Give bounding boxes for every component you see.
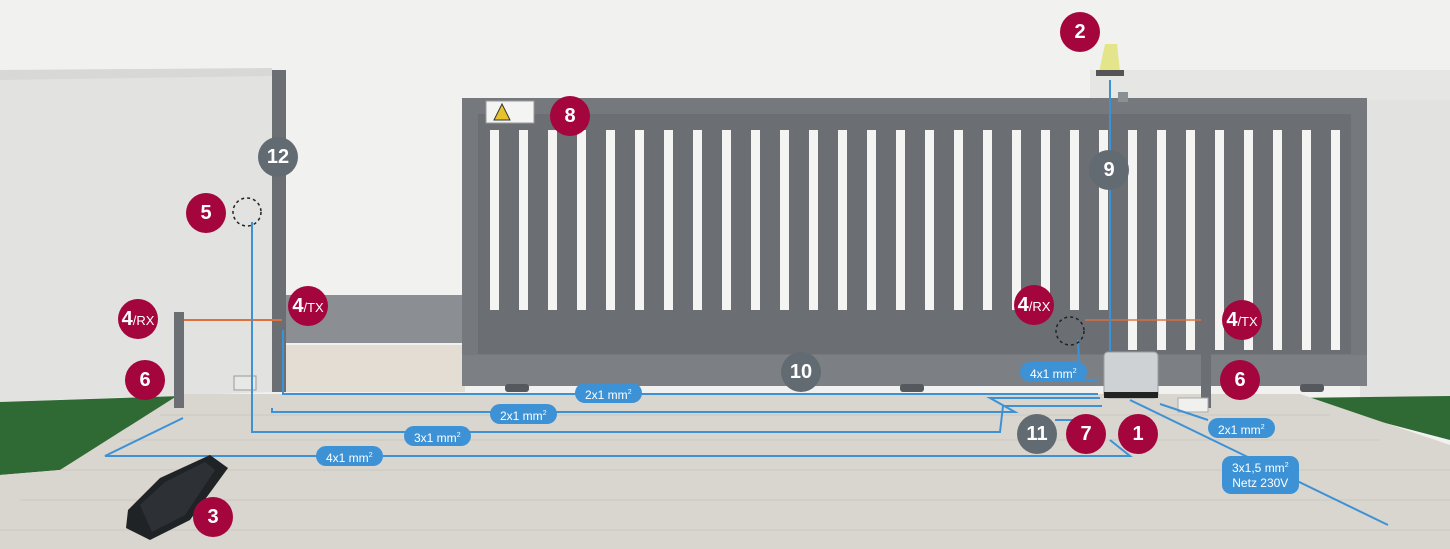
right-base-box — [1178, 398, 1208, 412]
photocell-post-left — [174, 312, 184, 408]
motor-base — [1104, 392, 1158, 398]
left-wall — [0, 72, 272, 402]
warning-lamp-base — [1096, 70, 1124, 76]
cable-label-4x1-right: 4x1 mm2 — [1020, 362, 1087, 382]
badge-6-right: 6 — [1220, 360, 1260, 400]
badge-7: 7 — [1066, 414, 1106, 454]
inner-paving — [285, 345, 465, 392]
cable-label-4x1-left: 4x1 mm2 — [316, 446, 383, 466]
badge-4-rx-left: 4/RX — [118, 299, 158, 339]
badge-12: 12 — [258, 137, 298, 177]
right-wall-top — [1090, 70, 1450, 100]
cable-label-2x1-lower: 2x1 mm2 — [490, 404, 557, 424]
cable-label-3x1: 3x1 mm2 — [404, 426, 471, 446]
badge-4-rx-right: 4/RX — [1014, 285, 1054, 325]
badge-3: 3 — [193, 497, 233, 537]
badge-8: 8 — [550, 96, 590, 136]
badge-4-tx-right: 4/TX — [1222, 300, 1262, 340]
cable-label-2x1-right: 2x1 mm2 — [1208, 418, 1275, 438]
photocell-post-right — [1201, 312, 1211, 408]
badge-6-left: 6 — [125, 360, 165, 400]
badge-1: 1 — [1118, 414, 1158, 454]
badge-5: 5 — [186, 193, 226, 233]
lamp-post — [1118, 92, 1128, 102]
badge-11: 11 — [1017, 414, 1057, 454]
cable-label-power: 3x1,5 mm2 Netz 230V — [1222, 456, 1299, 494]
cable-label-2x1-upper: 2x1 mm2 — [575, 383, 642, 403]
badge-9: 9 — [1089, 150, 1129, 190]
badge-4-tx-left: 4/TX — [288, 286, 328, 326]
badge-2: 2 — [1060, 12, 1100, 52]
gate-motor — [1104, 352, 1158, 398]
badge-10: 10 — [781, 352, 821, 392]
right-wall — [1360, 70, 1450, 405]
